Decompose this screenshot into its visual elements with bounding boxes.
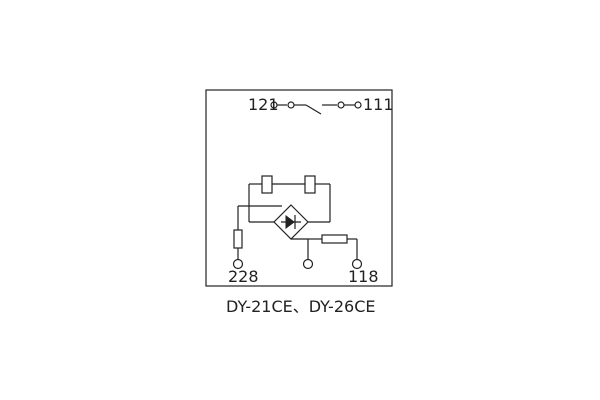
terminal-label-111: 111 <box>363 95 394 114</box>
model-caption: DY-21CE、DY-26CE <box>226 297 375 316</box>
bottom-branch <box>291 234 363 270</box>
terminal-228 <box>232 258 244 270</box>
terminal-label-121: 121 <box>248 95 279 114</box>
relay-frame <box>205 89 393 287</box>
resistor-left <box>233 229 243 249</box>
terminal-label-228: 228 <box>228 267 259 286</box>
switch-blade <box>305 104 322 115</box>
terminal-label-118: 118 <box>348 267 379 286</box>
resistor-bottom <box>321 234 348 244</box>
contact-switch <box>270 101 362 115</box>
terminal-118 <box>351 258 363 270</box>
coil-left <box>261 175 273 194</box>
diode-icon <box>281 215 301 229</box>
left-branch <box>232 205 282 270</box>
coil-right <box>304 175 316 194</box>
coil-loop <box>248 175 331 223</box>
terminal-middle <box>302 258 314 270</box>
rectifier-bridge <box>273 204 309 240</box>
